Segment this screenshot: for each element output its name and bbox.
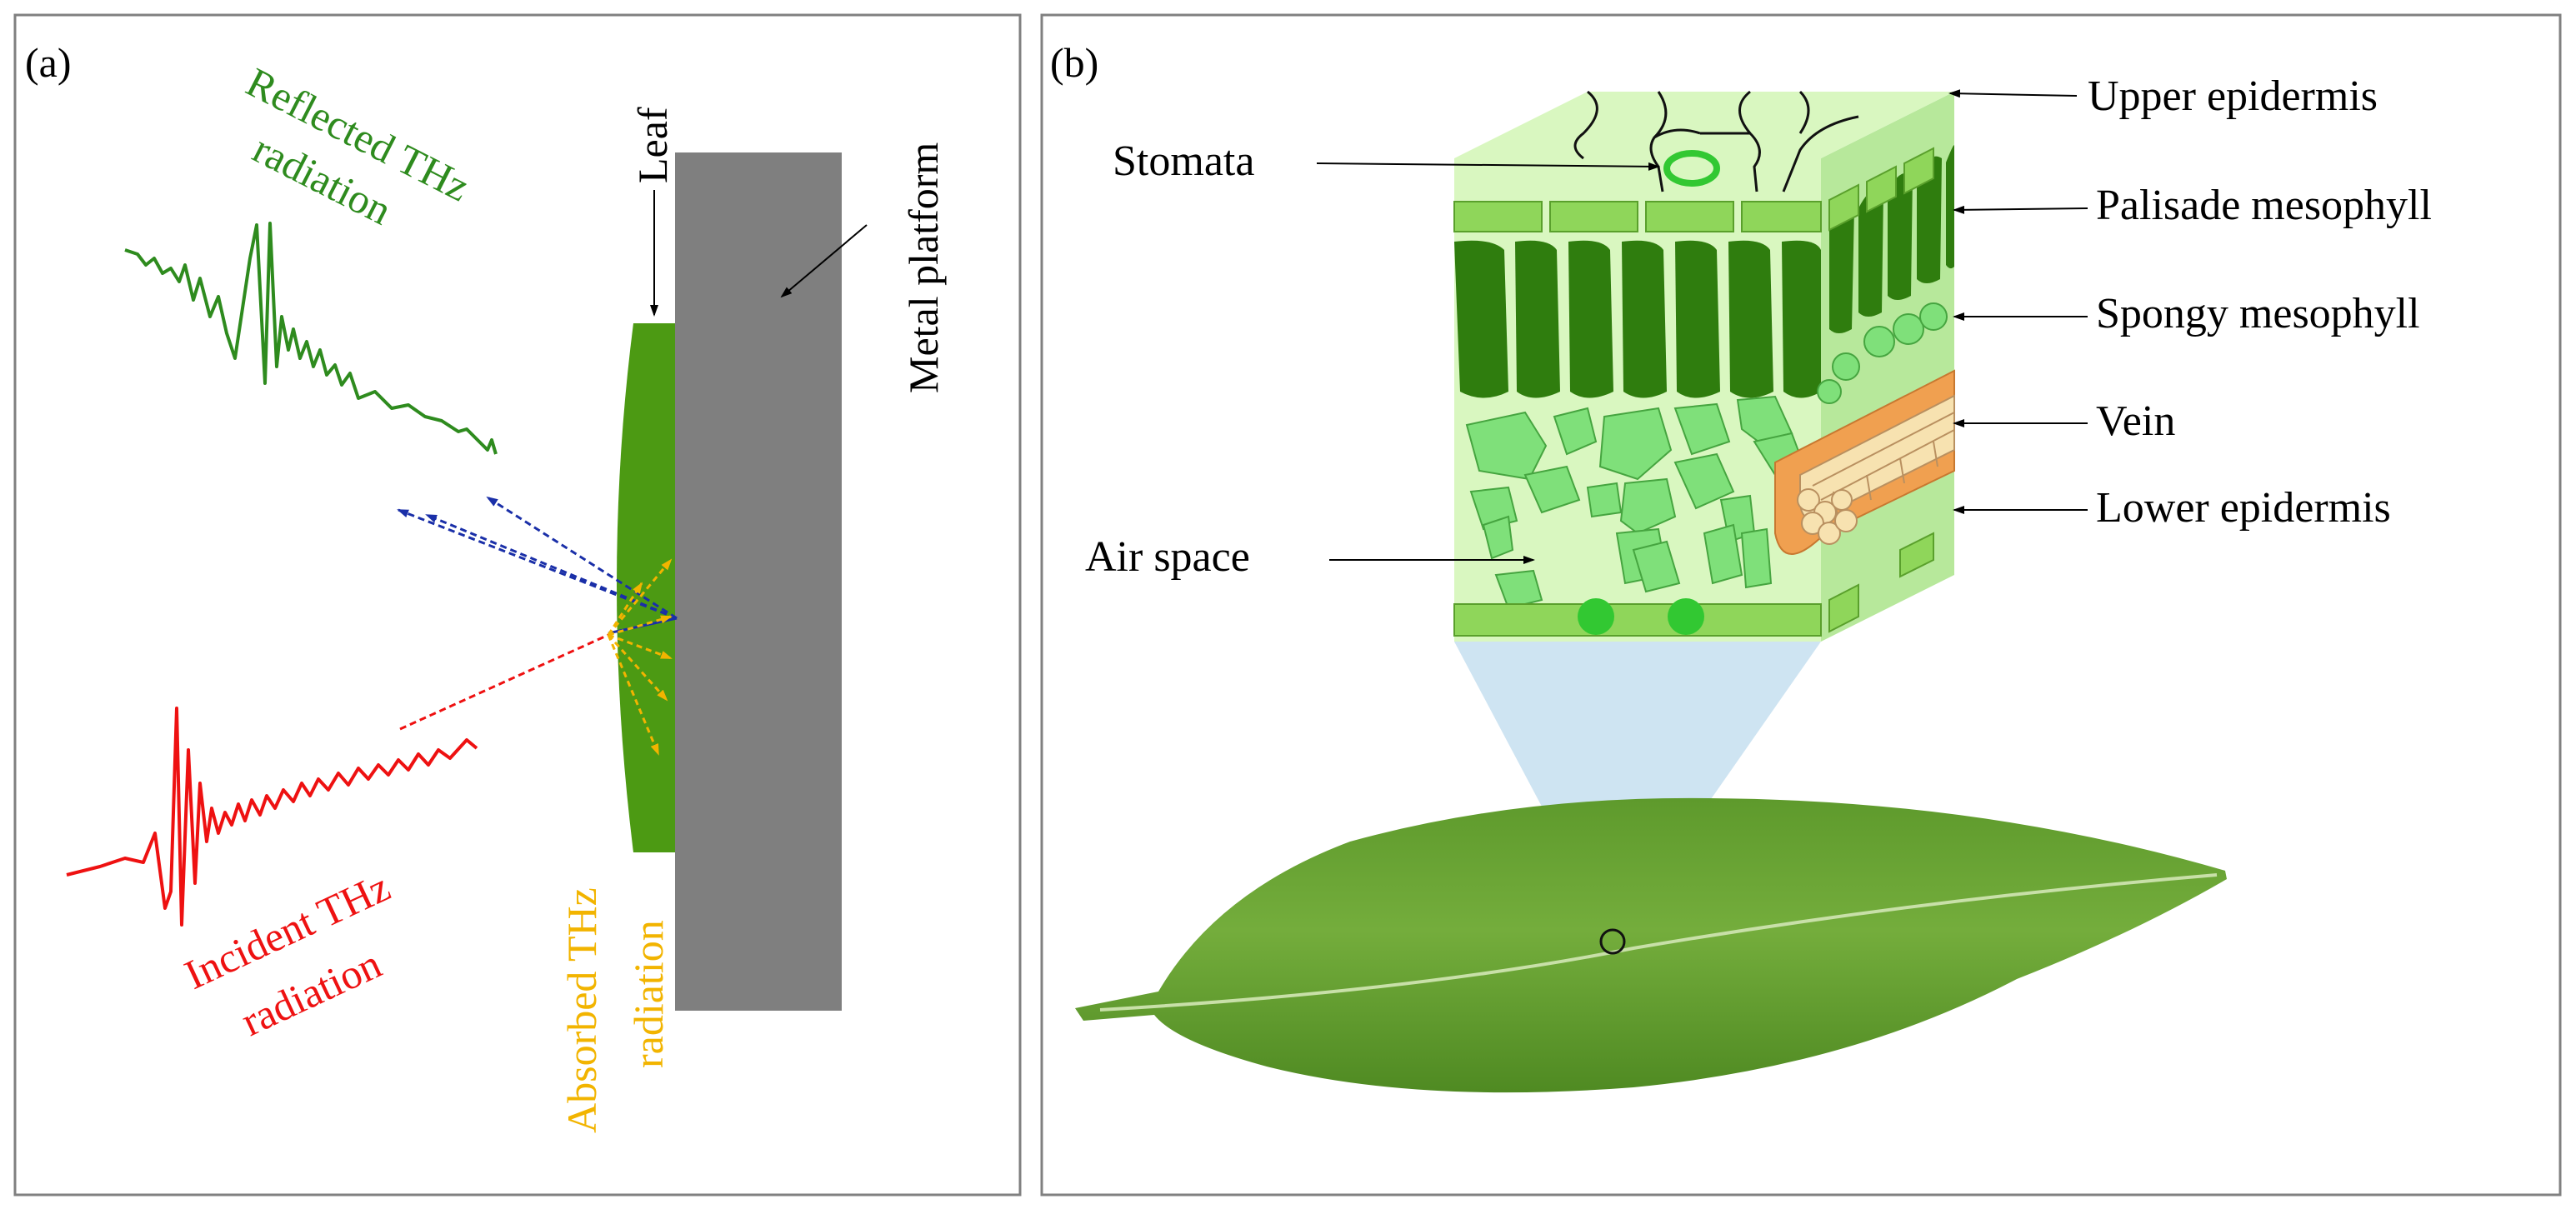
block-top-face: [1454, 92, 1954, 158]
arrow-stomata: [1316, 162, 1660, 171]
panel-b-label: (b): [1050, 39, 1098, 86]
lower-epidermis-cells: [1453, 598, 1822, 637]
panel-a-label: (a): [25, 39, 72, 86]
panel-a-frame: [13, 13, 1022, 1197]
label-spongy: Spongy mesophyll: [2096, 290, 2420, 337]
projection-cone: [1454, 642, 1821, 940]
sample-spot-marker: [1599, 928, 1626, 955]
absorbed-label-line1: Absorbed THz: [558, 887, 605, 1133]
side-upper-epidermis: [1828, 147, 1934, 232]
reflected-waveform: [124, 222, 498, 455]
panel-b-frame: [1040, 13, 2562, 1197]
label-palisade: Palisade mesophyll: [2096, 182, 2432, 229]
spongy-cells: [1465, 395, 1806, 610]
label-stomata: Stomata: [1113, 137, 1254, 185]
leaf-side-view: [617, 323, 675, 852]
side-palisade-cells: [1829, 145, 1954, 333]
upper-epidermis-cells: [1453, 201, 1822, 232]
leaf-midrib: [1099, 873, 2218, 1012]
incident-waveform: [66, 707, 478, 927]
panel-b: (b): [1040, 13, 2562, 1197]
vein-xylem-cells: [1797, 488, 1858, 545]
leaf-label: Leaf: [629, 107, 676, 183]
arrow-upper-epidermis: [1948, 89, 2078, 98]
absorbed-rays: [607, 558, 673, 756]
label-upper-epidermis: Upper epidermis: [2088, 72, 2378, 120]
label-air-space: Air space: [1085, 533, 1250, 581]
arrow-palisade: [1953, 205, 2088, 214]
platform-label: Metal platform: [900, 142, 947, 393]
side-lower-epidermis: [1828, 532, 1934, 633]
side-spongy-cells: [1817, 302, 1948, 404]
top-surface-lines: [1573, 90, 1859, 192]
label-vein: Vein: [2096, 397, 2175, 445]
incident-beam: [399, 633, 609, 731]
vein-bundle: [1774, 369, 1955, 555]
panel-a: (a) Leaf Metal platform Reflected THz ra…: [13, 13, 1022, 1197]
stomata: [1663, 150, 1720, 187]
absorbed-label-line2: radiation: [625, 920, 672, 1068]
label-lower-epidermis: Lower epidermis: [2096, 484, 2391, 532]
palisade-cells: [1454, 240, 1821, 398]
platform-pointer-arrow: [780, 224, 868, 298]
metal-platform: [675, 152, 842, 1011]
